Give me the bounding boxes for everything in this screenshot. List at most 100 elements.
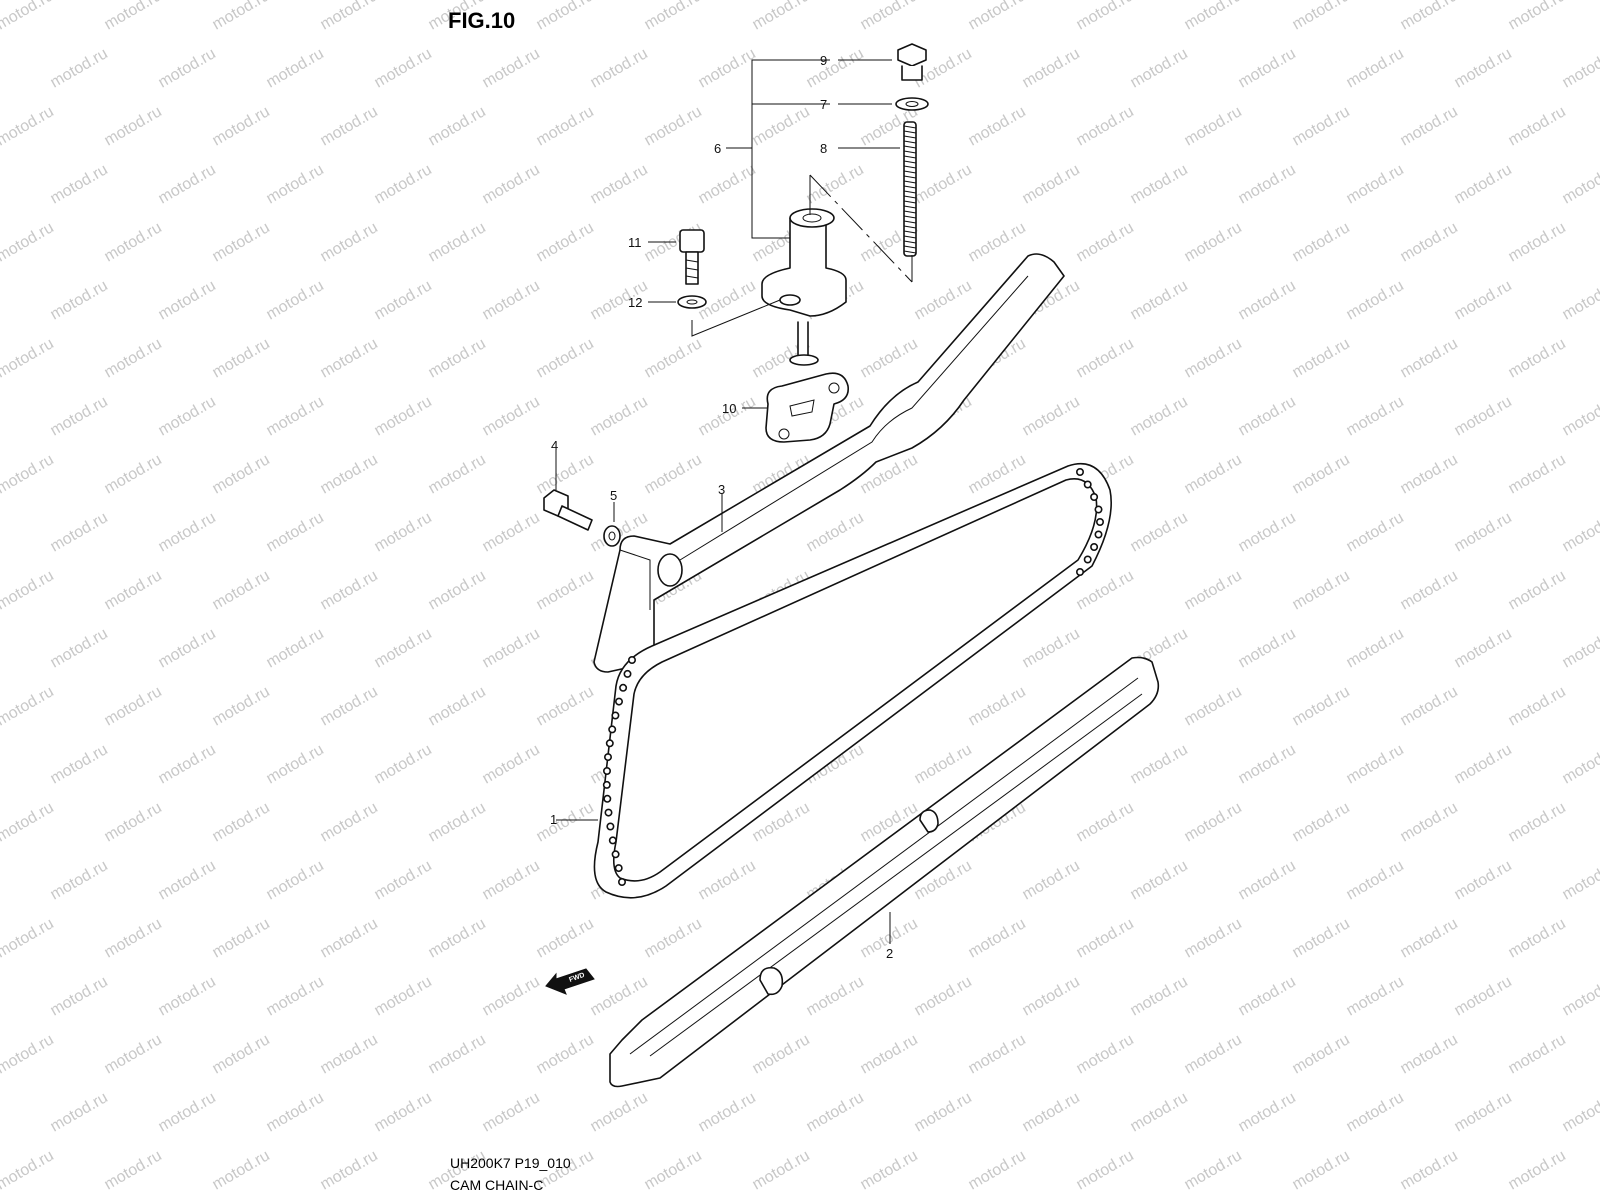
spring-coil (903, 150, 917, 154)
watermark-text: motod.ru (1128, 857, 1191, 903)
spring-coil (903, 245, 917, 249)
watermark-text: motod.ru (48, 509, 111, 555)
watermark-text: motod.ru (372, 277, 435, 323)
part-label-8: 8 (820, 141, 827, 156)
watermark-text: motod.ru (534, 103, 597, 149)
watermark-text: motod.ru (480, 393, 543, 439)
watermark-text: motod.ru (1344, 393, 1407, 439)
chain-link (1076, 467, 1085, 476)
watermark-text: motod.ru (210, 567, 273, 613)
spring-coil (903, 230, 917, 234)
chain-link (603, 794, 612, 803)
watermark-text: motod.ru (0, 799, 57, 845)
chain-link (614, 697, 623, 706)
watermark-text: motod.ru (0, 335, 57, 381)
watermark-text: motod.ru (1020, 973, 1083, 1019)
watermark-text: motod.ru (966, 1031, 1029, 1077)
watermark-text: motod.ru (1560, 741, 1600, 787)
watermark-text: motod.ru (534, 567, 597, 613)
watermark-text: motod.ru (1236, 625, 1299, 671)
watermark-text: motod.ru (264, 973, 327, 1019)
watermark-text: motod.ru (1560, 45, 1600, 91)
watermark-text: motod.ru (1020, 45, 1083, 91)
gasket (742, 372, 850, 443)
watermark-text: motod.ru (1290, 799, 1353, 845)
watermark-text: motod.ru (1452, 973, 1515, 1019)
watermark-text: motod.ru (1452, 393, 1515, 439)
spring-coil (903, 225, 917, 229)
watermark-text: motod.ru (210, 335, 273, 381)
watermark-text: motod.ru (102, 1147, 165, 1193)
tensioner-washer (648, 295, 781, 337)
watermark-text: motod.ru (264, 857, 327, 903)
watermark-text: motod.ru (210, 451, 273, 497)
watermark-text: motod.ru (1128, 45, 1191, 91)
watermark-text: motod.ru (318, 1147, 381, 1193)
spring-coil (903, 135, 917, 139)
watermark-text: motod.ru (1182, 219, 1245, 265)
watermark-text: motod.ru (1560, 973, 1600, 1019)
watermark-text: motod.ru (912, 973, 975, 1019)
watermark-text: motod.ru (1236, 45, 1299, 91)
watermark-text: motod.ru (1506, 335, 1569, 381)
watermark-text: motod.ru (1236, 1089, 1299, 1135)
watermark-text: motod.ru (102, 1031, 165, 1077)
spring-coil (903, 165, 917, 169)
watermark-text: motod.ru (1074, 799, 1137, 845)
watermark-text: motod.ru (1344, 45, 1407, 91)
watermark-text: motod.ru (1344, 161, 1407, 207)
watermark-text: motod.ru (696, 161, 759, 207)
watermark-text: motod.ru (372, 625, 435, 671)
chain-link (603, 753, 612, 762)
watermark-text: motod.ru (264, 1089, 327, 1135)
watermark-text: motod.ru (642, 451, 705, 497)
watermark-text: motod.ru (1020, 393, 1083, 439)
watermark-text: motod.ru (642, 0, 705, 33)
watermark-text: motod.ru (1560, 393, 1600, 439)
watermark-text: motod.ru (426, 103, 489, 149)
watermark-text: motod.ru (1560, 1089, 1600, 1135)
watermark-text: motod.ru (264, 45, 327, 91)
watermark-text: motod.ru (1236, 161, 1299, 207)
watermark-text: motod.ru (534, 799, 597, 845)
spring-coil (903, 160, 917, 164)
part-labels: 1 2 3 4 5 6 7 8 9 10 11 12 (550, 53, 893, 961)
watermark-text: motod.ru (1020, 1089, 1083, 1135)
watermark-text: motod.ru (0, 1147, 57, 1193)
watermark-text: motod.ru (1452, 45, 1515, 91)
chain-link (617, 877, 626, 886)
watermark-text: motod.ru (318, 219, 381, 265)
watermark-text: motod.ru (1398, 915, 1461, 961)
part-label-3: 3 (718, 482, 725, 497)
chain-link (619, 683, 628, 692)
watermark-text: motod.ru (318, 799, 381, 845)
watermark-text: motod.ru (156, 973, 219, 1019)
watermark-text: motod.ru (1236, 857, 1299, 903)
watermark-text: motod.ru (426, 1031, 489, 1077)
watermark-text: motod.ru (858, 1147, 921, 1193)
part-label-11: 11 (628, 235, 642, 250)
watermark-text: motod.ru (264, 277, 327, 323)
spring-coil (903, 250, 917, 254)
watermark-text: motod.ru (588, 1089, 651, 1135)
watermark-text: motod.ru (696, 857, 759, 903)
watermark-text: motod.ru (858, 335, 921, 381)
watermark-text: motod.ru (264, 741, 327, 787)
part-label-7: 7 (820, 97, 827, 112)
watermark-text: motod.ru (1074, 219, 1137, 265)
watermark-text: motod.ru (1128, 1089, 1191, 1135)
chain-link (1096, 517, 1105, 526)
figure-name: CAM CHAIN-C (450, 1177, 543, 1193)
watermark-text: motod.ru (480, 1089, 543, 1135)
watermark-text: motod.ru (1344, 625, 1407, 671)
watermark-text: motod.ru (534, 1031, 597, 1077)
watermark-text: motod.ru (1344, 1089, 1407, 1135)
watermark-text: motod.ru (102, 335, 165, 381)
spring-coil (903, 155, 917, 159)
watermark-text: motod.ru (1506, 567, 1569, 613)
part-label-1: 1 (550, 812, 557, 827)
tensioner-assembly (648, 43, 929, 443)
watermark-text: motod.ru (156, 741, 219, 787)
watermark-text: motod.ru (966, 103, 1029, 149)
watermark-text: motod.ru (1074, 103, 1137, 149)
